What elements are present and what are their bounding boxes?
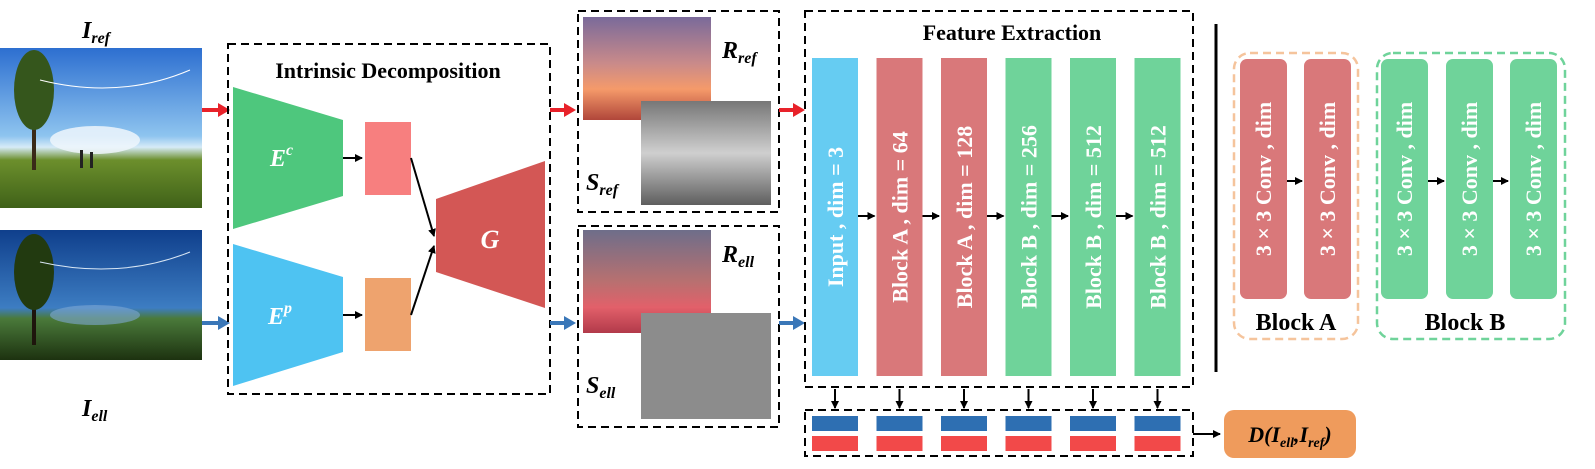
content-encoder [233,87,343,229]
photometric-encoder [233,244,343,386]
feature-bar-ref-6 [1134,436,1181,451]
feature-bar-ref-4 [1005,436,1052,451]
reflectance-ref-label: Rref [721,38,758,67]
feature-bar-ell-1 [812,416,858,431]
feature-extraction-title: Feature Extraction [923,20,1102,45]
input-arrows [202,103,230,330]
feature-column-6 [1134,58,1181,376]
ell-output-box [577,225,780,428]
feature-column-4 [1005,58,1052,376]
photometric-encoder-label: Ep [267,300,292,330]
feature-column-label-3: Block A , dim = 128 [952,126,977,308]
feature-bar-ell-6 [1134,416,1181,431]
block-b-conv-2-label: 3 × 3 Conv , dim [1457,102,1482,256]
shading-ell-label: Sell [586,373,616,402]
feature-columns: Input , dim = 3 Block A , dim = 64 Block A… [812,58,1181,376]
shading-ref-image [641,101,771,205]
block-b-conv-2 [1446,59,1493,299]
ell-image [0,230,202,360]
block-b-title: Block B [1425,310,1506,336]
feature-extraction-box [804,10,1194,388]
content-encoder-label: Ec [269,142,293,172]
generator-label: G [481,225,500,254]
block-a-conv-2 [1304,59,1351,299]
block-b-legend-box [1375,51,1567,341]
block-a-conv-2-label: 3 × 3 Conv , dim [1315,102,1340,256]
feature-column-label-1: Input , dim = 3 [823,147,848,287]
block-a-legend-box [1232,51,1360,341]
feature-column-2 [876,58,923,376]
block-a-conv-1-label: 3 × 3 Conv , dim [1251,102,1276,256]
intrinsic-title: Intrinsic Decomposition [275,58,501,83]
block-b-conv-1 [1381,59,1428,299]
content-feature [365,122,411,195]
feature-column-label-4: Block B , dim = 256 [1017,125,1042,309]
block-b-conv-3-label: 3 × 3 Conv , dim [1521,102,1546,256]
feature-bar-ell-2 [876,416,923,431]
intrinsic-box [227,43,551,395]
feature-column-5 [1070,58,1116,376]
block-a-conv-1 [1240,59,1287,299]
block-b-conv-1-label: 3 × 3 Conv , dim [1392,102,1417,256]
feature-column-1 [812,58,858,376]
feature-column-label-5: Block B , dim = 512 [1081,125,1106,309]
feature-column-label-2: Block A , dim = 64 [888,131,913,302]
feat-p-arrow [410,245,436,316]
ell-image-label: Iell [81,396,108,425]
generator [436,161,545,308]
distance-label: D(Iell,Iref) [1247,422,1332,451]
distance-box [1224,410,1356,458]
feature-bar-ref-5 [1070,436,1116,451]
feature-bar-ref-2 [876,436,923,451]
feature-bar-ell-4 [1005,416,1052,431]
ref-image [0,48,202,208]
block-b-conv-3 [1510,59,1557,299]
feature-bar-ref-1 [812,436,858,451]
shading-ref-label: Sref [586,170,620,199]
feature-bar-ell-3 [941,416,987,431]
feature-bar-ell-5 [1070,416,1116,431]
feature-column-label-6: Block B , dim = 512 [1146,125,1171,309]
block-a-title: Block A [1256,310,1337,336]
shading-ell-image [641,313,771,419]
feat-c-arrow [410,157,436,237]
photometric-feature [365,278,411,351]
reflectance-ell-label: Rell [721,242,755,271]
feature-bars [812,389,1181,451]
feature-bar-ref-3 [941,436,987,451]
ref-image-label: Iref [81,18,112,47]
feature-column-3 [941,58,987,376]
